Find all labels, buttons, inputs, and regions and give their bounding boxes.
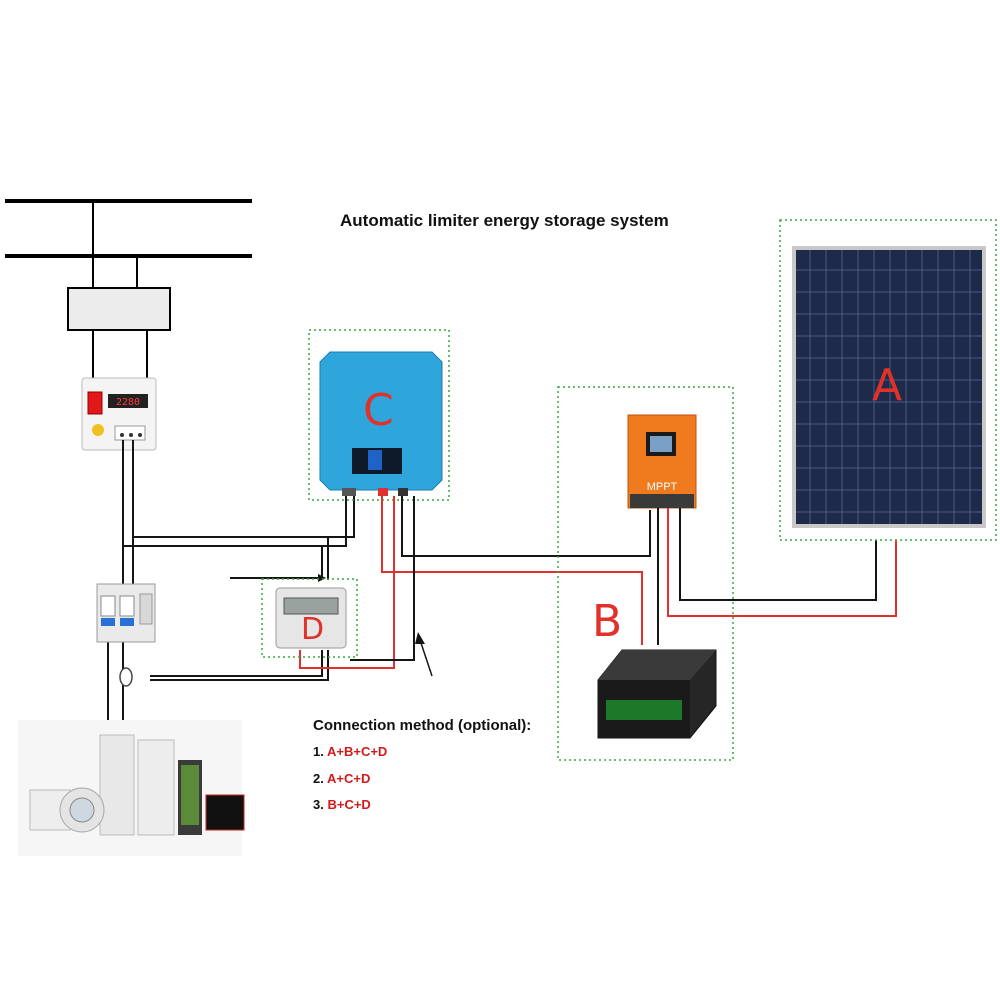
diagram-title: Automatic limiter energy storage system: [340, 211, 669, 230]
label-d: D: [301, 612, 325, 647]
label-a: A: [872, 360, 903, 411]
connection-option: 2. A+C+D: [313, 771, 370, 786]
option-value: A+C+D: [326, 771, 371, 786]
utility-grid-lines: [5, 199, 252, 288]
meter-display: 2280: [116, 397, 140, 408]
arrow-ct-wire: [415, 632, 425, 644]
grid-tie-inverter: [319, 351, 443, 496]
inverter-wires: [299, 496, 651, 677]
box-d: [261, 578, 358, 658]
option-value: A+B+C+D: [326, 744, 388, 759]
household-appliances: [18, 720, 245, 856]
box-c: [308, 329, 450, 501]
black-wires-left: [107, 440, 355, 720]
label-c: C: [363, 385, 394, 436]
arrow-to-monitor: [318, 574, 326, 582]
connection-option: 1. A+B+C+D: [313, 744, 387, 759]
solar-panel: [792, 246, 986, 528]
option-value: B+C+D: [327, 797, 371, 812]
ct-clamp: [119, 667, 133, 687]
option-number: 1.: [313, 744, 324, 759]
box-b: [557, 386, 734, 761]
option-number: 2.: [313, 771, 324, 786]
option-number: 3.: [313, 797, 324, 812]
circuit-breakers: [96, 583, 156, 643]
battery-bank: [597, 649, 717, 739]
mppt-label: MPPT: [647, 481, 678, 493]
utility-meter-box: [67, 287, 171, 331]
connection-option: 3. B+C+D: [313, 797, 371, 812]
smart-protector-device: 2280: [81, 377, 157, 451]
connection-heading: Connection method (optional):: [313, 717, 532, 734]
mppt-controller: [627, 414, 697, 509]
box-a: [779, 219, 997, 541]
label-b: B: [592, 596, 623, 647]
controller-wires: [657, 508, 897, 645]
limiter-monitor: [275, 587, 347, 649]
